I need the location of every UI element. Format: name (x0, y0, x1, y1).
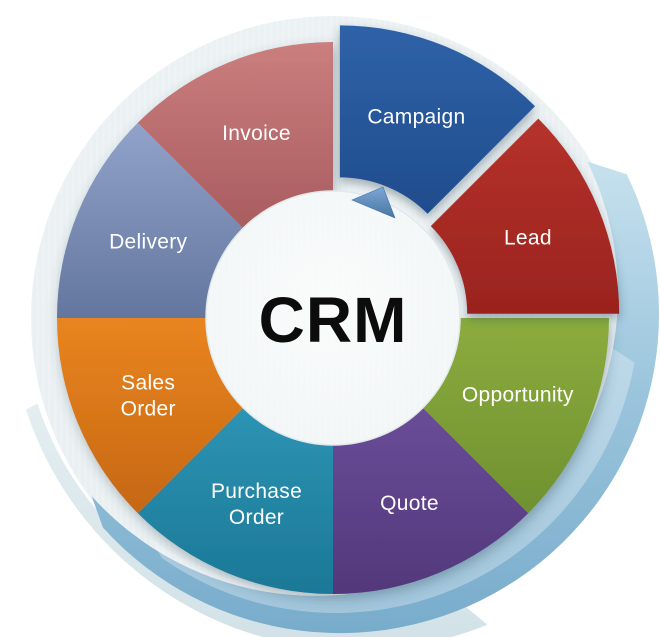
wedge-invoice (137, 41, 333, 231)
segment-label-line: Sales (121, 372, 175, 395)
segment-label-line: Order (121, 398, 176, 421)
wedge-purchase-order (137, 405, 333, 594)
swoosh-gloss (150, 347, 635, 614)
wedge-campaign (339, 25, 535, 214)
center-circle-texture (207, 192, 459, 444)
segment-label-invoice: Invoice (222, 122, 291, 145)
wedge-quote (333, 405, 529, 594)
center-label: CRM (259, 284, 408, 356)
segment-label-quote: Quote (380, 492, 439, 515)
segment-label-line: Purchase (211, 480, 302, 503)
segment-label-campaign: Campaign (367, 106, 465, 129)
wedge-opportunity (420, 318, 609, 514)
donut-base (56, 41, 609, 594)
cycle-arrow-icon (351, 186, 396, 219)
segment-label-lead: Lead (504, 226, 552, 249)
segment-label-opportunity: Opportunity (462, 384, 574, 407)
wedge-lead (430, 118, 620, 314)
wedge-delivery (56, 122, 246, 318)
segment-label-line: Order (229, 506, 284, 529)
segment-label-delivery: Delivery (109, 231, 187, 254)
wedge-sales-order (56, 318, 246, 514)
